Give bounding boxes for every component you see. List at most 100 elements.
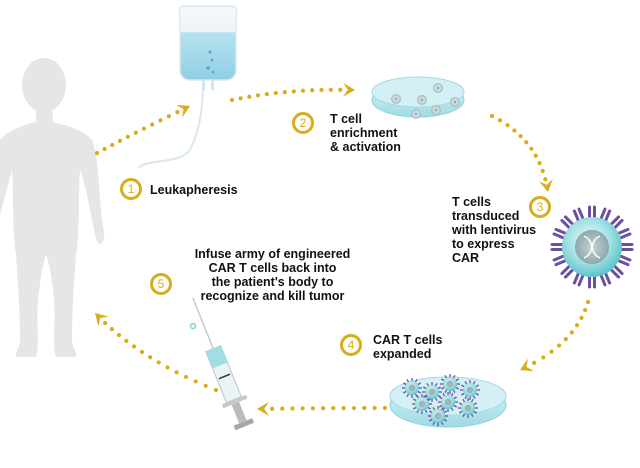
car-receptor (577, 272, 586, 287)
arrow-dot (382, 405, 388, 411)
arrow-dot (362, 405, 367, 411)
arrow-dot (569, 330, 574, 335)
car-receptor (615, 258, 630, 267)
step-2-badge: 2 (292, 112, 314, 134)
car-receptor (563, 267, 576, 279)
arrow-dot (512, 128, 517, 133)
arrow-dish-to-cell (489, 113, 553, 192)
arrow-dot (549, 349, 554, 354)
arrow-dot (532, 360, 537, 365)
arrow-dot (238, 96, 243, 101)
arrow-dot (110, 142, 115, 148)
mini-car-t-cell (440, 374, 460, 394)
car-receptor (608, 267, 621, 279)
mini-car-t-cell (402, 378, 422, 398)
arrow-dot (270, 406, 275, 411)
arrow-dot (529, 146, 534, 151)
arrow-patient-to-bag (94, 104, 190, 156)
arrow-dot (579, 315, 584, 320)
arrow-dot (351, 405, 357, 411)
car-receptor (603, 270, 612, 285)
arrow-dot (166, 114, 171, 119)
droplet-icon (189, 322, 197, 330)
arrow-dot (328, 87, 333, 92)
arrow-dot (556, 343, 562, 348)
arrow-dot (139, 349, 145, 355)
arrow-dot (331, 406, 336, 411)
arrow-dot (273, 90, 278, 96)
arrow-dot (290, 406, 295, 411)
arrow-dot (563, 337, 568, 342)
arrow-dot (141, 126, 147, 131)
arrow-dot (156, 360, 161, 365)
car-receptor (563, 215, 576, 227)
arrow-dot (583, 307, 588, 313)
arrow-dot (131, 344, 137, 349)
arrow-dot (341, 406, 346, 411)
arrow-dot (117, 138, 123, 143)
arrow-dot (537, 161, 542, 166)
car-receptor (552, 232, 567, 241)
arrow-dot (116, 332, 122, 338)
arrow-dot (320, 406, 326, 411)
arrow-dot (203, 383, 208, 388)
arrow-dot (102, 146, 107, 152)
arrow-dot (150, 122, 155, 127)
flow-arrows (94, 82, 591, 416)
car-receptor (612, 218, 624, 231)
iv-bag-illustration (137, 5, 238, 169)
car-receptor (615, 227, 630, 236)
arrow-dot (148, 355, 153, 360)
arrowhead-icon (176, 104, 190, 118)
arrow-dot (310, 88, 315, 93)
car-receptor (608, 215, 621, 227)
arrow-dot (109, 327, 115, 332)
step-4-badge: 4 (340, 334, 362, 356)
arrow-dot (175, 109, 180, 115)
arrow-cell-to-dish2 (520, 299, 591, 372)
arrow-dot (310, 406, 315, 411)
car-receptor (560, 218, 572, 231)
arrow-dot (524, 140, 529, 145)
arrow-dot (255, 93, 261, 98)
mini-car-t-cell (458, 398, 478, 418)
car-receptor (598, 207, 607, 222)
arrow-bag-to-dish (229, 82, 355, 103)
mini-car-t-cell (460, 380, 480, 400)
human-silhouette (0, 58, 105, 357)
mini-car-t-cell (428, 406, 448, 426)
arrow-dot (193, 379, 198, 384)
arrow-dot (541, 355, 546, 360)
arrow-dot (300, 88, 306, 93)
arrowhead-icon (342, 82, 355, 97)
arrow-dot (174, 370, 179, 375)
arrow-syringe-to-patient (95, 313, 219, 393)
arrow-dot (505, 123, 510, 128)
arrow-dot (533, 153, 538, 158)
step-1-badge: 1 (120, 178, 142, 200)
arrowhead-icon (257, 401, 270, 416)
arrow-dot (158, 118, 163, 123)
car-t-cell-illustration (550, 205, 634, 289)
car-receptor (577, 207, 586, 222)
arrow-dot (585, 299, 591, 305)
step-3-label: T cells transduced with lentivirus to ex… (452, 195, 537, 265)
arrow-dot (518, 134, 523, 139)
arrow-dot (319, 87, 324, 93)
step-3-badge: 3 (529, 196, 551, 218)
arrow-dot (540, 168, 545, 174)
arrow-dot (574, 323, 580, 328)
mini-car-t-cell (438, 392, 458, 412)
arrowhead-icon (520, 358, 534, 372)
car-receptor (554, 227, 569, 236)
step-1-label: Leukapheresis (150, 183, 238, 197)
arrow-dot (124, 338, 129, 343)
arrow-dot (213, 387, 219, 393)
step-5-badge: 5 (150, 273, 172, 295)
mini-car-t-cell (412, 394, 432, 414)
arrow-dot (125, 134, 130, 139)
syringe-illustration (191, 297, 255, 431)
step-4-label: CAR T cells expanded (373, 333, 443, 361)
step-5-label: Infuse army of engineered CAR T cells ba… (194, 247, 351, 303)
arrow-dot (165, 365, 170, 370)
